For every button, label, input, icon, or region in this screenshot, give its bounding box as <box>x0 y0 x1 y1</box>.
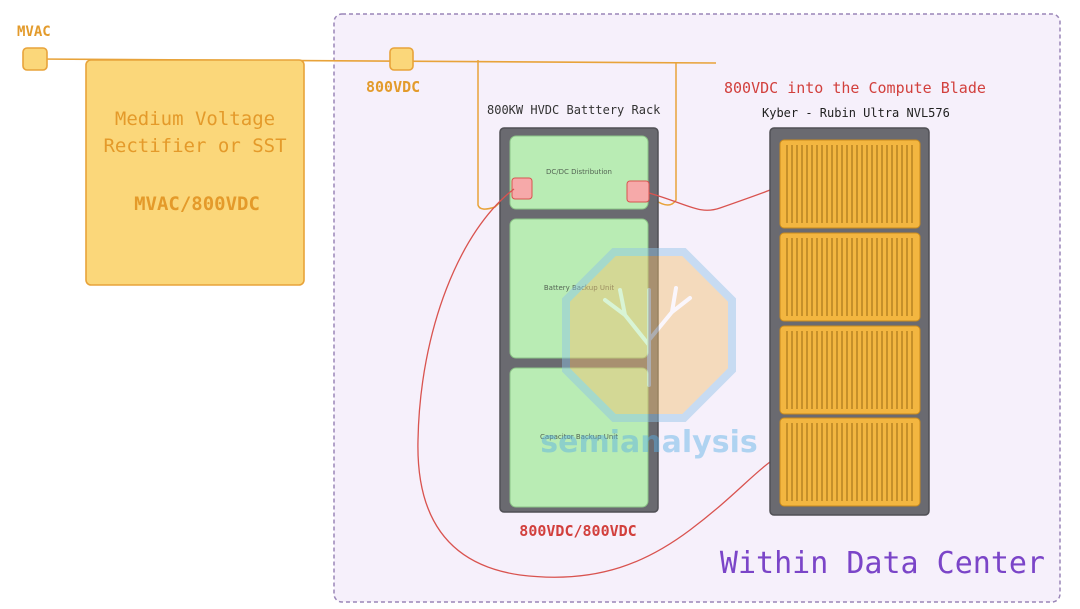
rectifier-label-line1: Medium Voltage <box>115 108 275 130</box>
capacitor-backup-module <box>509 367 649 508</box>
800vdc-node <box>389 47 414 71</box>
red-wire-to-blade-top <box>648 189 771 211</box>
watermark-tree-icon <box>603 286 692 387</box>
kyber-title: Kyber - Rubin Ultra NVL576 <box>762 106 950 120</box>
rectifier-box <box>85 59 305 286</box>
compute-feed-label: 800VDC into the Compute Blade <box>724 79 986 97</box>
semianalysis-watermark: semianalysis <box>540 248 758 460</box>
compute-blades <box>779 139 921 507</box>
watermark-text: semianalysis <box>540 425 757 460</box>
mvac-node <box>22 47 48 71</box>
red-wire-loop-left <box>417 188 771 578</box>
dc-distribution-label: DC/DC Distribution <box>546 168 612 176</box>
battery-rack-title: 800KW HVDC Batttery Rack <box>487 103 661 117</box>
mvac-label: MVAC <box>17 24 51 40</box>
compute-blade-3 <box>779 325 921 415</box>
capacitor-backup-label: Capacitor Backup Unit <box>540 433 618 441</box>
battery-backup-module <box>509 218 649 359</box>
rectifier-label-line2: Rectifier or SST <box>103 135 286 157</box>
compute-blade-4 <box>779 417 921 507</box>
within-data-center-label: Within Data Center <box>720 546 1045 581</box>
dc-distribution-module <box>509 135 649 210</box>
800vdc-label: 800VDC <box>366 78 420 96</box>
watermark-octagon-logo <box>562 248 736 422</box>
rack-connector-right <box>626 180 650 203</box>
rack-connector-left <box>511 177 533 200</box>
compute-blade-1 <box>779 139 921 229</box>
rack-output-label: 800VDC/800VDC <box>519 522 636 540</box>
compute-blade-2 <box>779 232 921 322</box>
rectifier-label-line3: MVAC/800VDC <box>134 193 260 215</box>
battery-backup-label: Battery Backup Unit <box>544 284 615 292</box>
